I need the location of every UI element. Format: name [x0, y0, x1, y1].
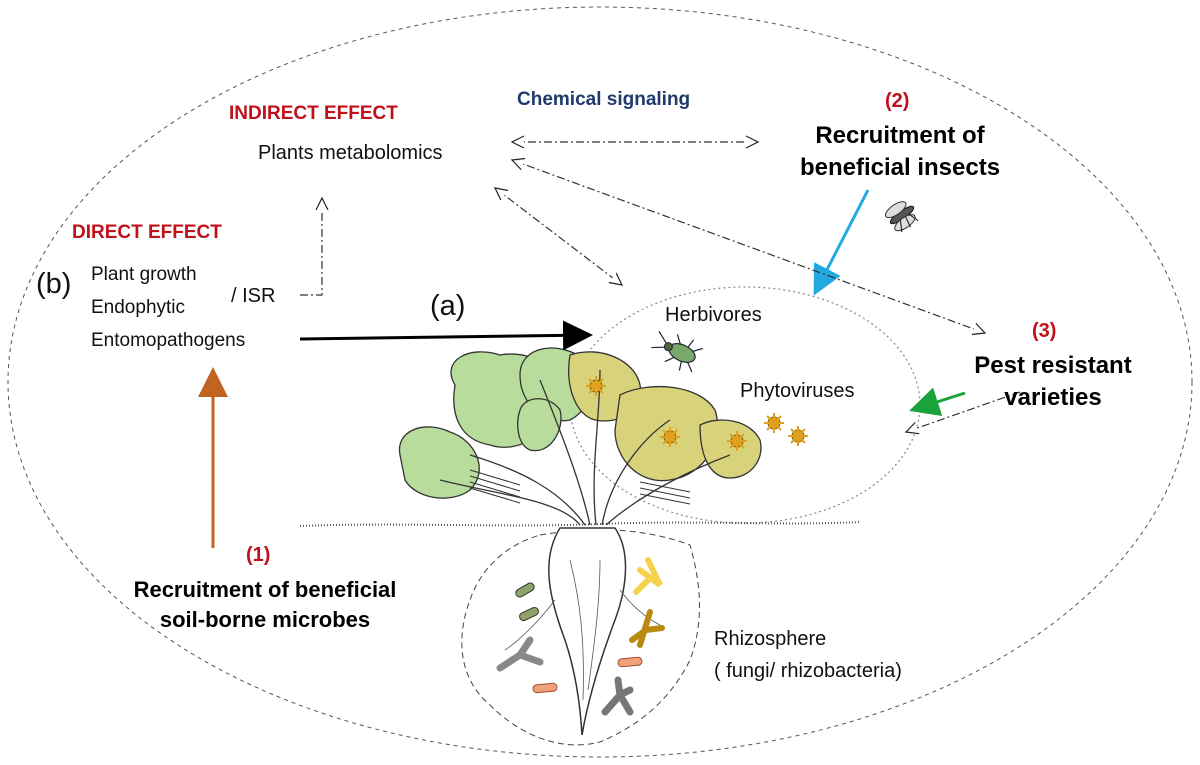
- recruitment-microbes-line1: Recruitment of beneficial: [133, 577, 397, 602]
- number-3: (3): [1032, 320, 1057, 342]
- arrow-insects-down: [813, 189, 870, 296]
- number-2: (2): [885, 90, 910, 112]
- pest-resistant-line2: varieties: [1004, 384, 1102, 411]
- entomopathogens-label: Entomopathogens: [91, 330, 246, 351]
- phytoviruses-label: Phytoviruses: [740, 380, 855, 402]
- signal-arrow-diag-varieties: [512, 160, 985, 333]
- recruitment-insects-line2: beneficial insects: [799, 154, 1001, 181]
- arrow-a: [299, 320, 593, 351]
- beetle-icon: [651, 330, 704, 373]
- indirect-effect-label: INDIRECT EFFECT: [229, 103, 398, 124]
- sugar-beet-plant-illustration: [398, 347, 762, 736]
- rhizosphere-boundary: [461, 529, 700, 746]
- outer-ellipse: [7, 6, 1193, 758]
- pest-resistant-line1: Pest resistant: [974, 352, 1132, 379]
- recruitment-insects-label: Recruitment of beneficial insects: [780, 120, 1020, 184]
- endophytic-label: Endophytic: [91, 297, 186, 318]
- signal-arrow-isr: [300, 198, 322, 296]
- insect-fly-icon: [885, 201, 919, 233]
- fungus-icon: [496, 557, 665, 716]
- direct-effect-label: DIRECT EFFECT: [72, 222, 222, 243]
- marker-b: (b): [36, 268, 72, 300]
- herbivores-label: Herbivores: [665, 304, 762, 326]
- recruitment-insects-line1: Recruitment of: [815, 122, 985, 149]
- recruitment-microbes-line2: soil-borne microbes: [159, 607, 371, 632]
- marker-a: (a): [430, 290, 466, 322]
- isr-label: / ISR: [231, 285, 276, 307]
- rhizosphere-label: Rhizosphere: [714, 628, 827, 650]
- beet-root: [548, 527, 627, 736]
- signal-arrow-varieties-leaf: [906, 391, 1021, 432]
- signal-arrow-diag-plant: [495, 188, 622, 285]
- pest-resistant-label: Pest resistant varieties: [958, 350, 1148, 414]
- arrow-varieties-left: [909, 387, 966, 417]
- number-1: (1): [246, 544, 271, 566]
- plants-metabolomics-label: Plants metabolomics: [258, 142, 443, 164]
- bacteria-icon: [515, 582, 643, 694]
- plant-growth-label: Plant growth: [91, 264, 197, 285]
- fungi-rhizobacteria-label: ( fungi/ rhizobacteria): [714, 660, 902, 682]
- chemical-signaling-label: Chemical signaling: [517, 89, 691, 110]
- recruitment-microbes-label: Recruitment of beneficial soil-borne mic…: [100, 575, 430, 635]
